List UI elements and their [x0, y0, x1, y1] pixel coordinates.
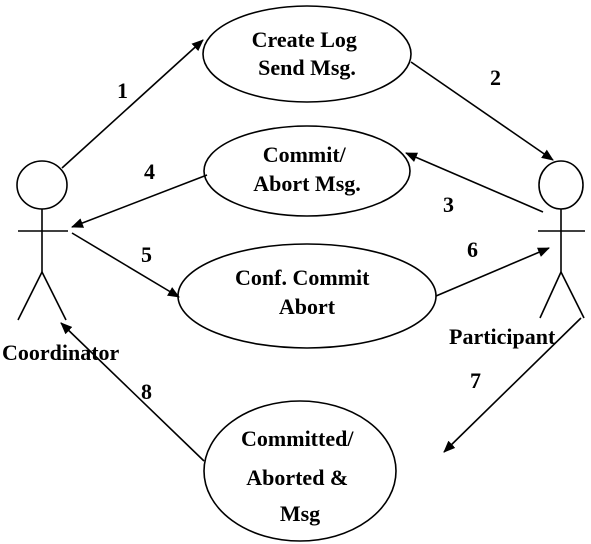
create-log-use-case [202, 5, 412, 103]
arrow-7-participant-to-committed [443, 317, 582, 453]
participant-right-leg [560, 271, 585, 319]
committed-aborted-use-case [203, 400, 397, 542]
participant-label: Participant [449, 324, 556, 349]
step-number-2: 2 [490, 65, 501, 90]
step-number-8: 8 [141, 379, 152, 404]
arrow-1-coordinator-to-create-log [61, 39, 204, 169]
commit-abort-msg-use-case [203, 125, 411, 217]
committed-aborted-label: Committed/ Aborted & Msg [241, 426, 359, 526]
arrow-8-committed-to-coordinator [60, 322, 205, 462]
arrow-5-coordinator-to-conf-commit [71, 232, 180, 298]
step-number-4: 4 [144, 159, 155, 184]
coordinator-head [16, 160, 68, 210]
arrow-4-commit-msg-to-coordinator [71, 174, 208, 228]
arrow-2-create-log-to-participant [410, 61, 554, 161]
create-log-line-1: Create Log [252, 27, 357, 52]
commit-abort-msg-line-1: Commit/ [263, 142, 347, 167]
step-number-3: 3 [443, 192, 454, 217]
arrow-3-participant-to-commit-msg [405, 152, 544, 213]
step-number-1: 1 [117, 78, 128, 103]
commit-abort-msg-line-2: Abort Msg. [253, 171, 361, 196]
create-log-label: Create Log Send Msg. [252, 27, 363, 80]
arrow-6-conf-commit-to-participant [435, 247, 550, 297]
coordinator-actor [16, 160, 68, 321]
participant-head [538, 160, 584, 210]
committed-aborted-line-1: Committed/ [241, 426, 354, 451]
coordinator-right-leg [41, 271, 67, 321]
participant-actor [538, 160, 585, 319]
step-number-5: 5 [141, 242, 152, 267]
committed-aborted-line-2: Aborted & [246, 465, 348, 490]
participant-left-leg [539, 271, 562, 319]
coordinator-label: Coordinator [2, 340, 120, 365]
create-log-line-2: Send Msg. [258, 55, 356, 80]
step-number-6: 6 [467, 237, 478, 262]
step-number-7: 7 [470, 368, 481, 393]
conf-commit-abort-line-1: Conf. Commit [235, 265, 370, 290]
conf-commit-abort-label: Conf. Commit Abort [235, 265, 375, 319]
commit-abort-msg-label: Commit/ Abort Msg. [253, 142, 361, 196]
committed-aborted-line-3: Msg [280, 501, 320, 526]
conf-commit-abort-line-2: Abort [279, 294, 336, 319]
coordinator-left-leg [17, 271, 43, 321]
